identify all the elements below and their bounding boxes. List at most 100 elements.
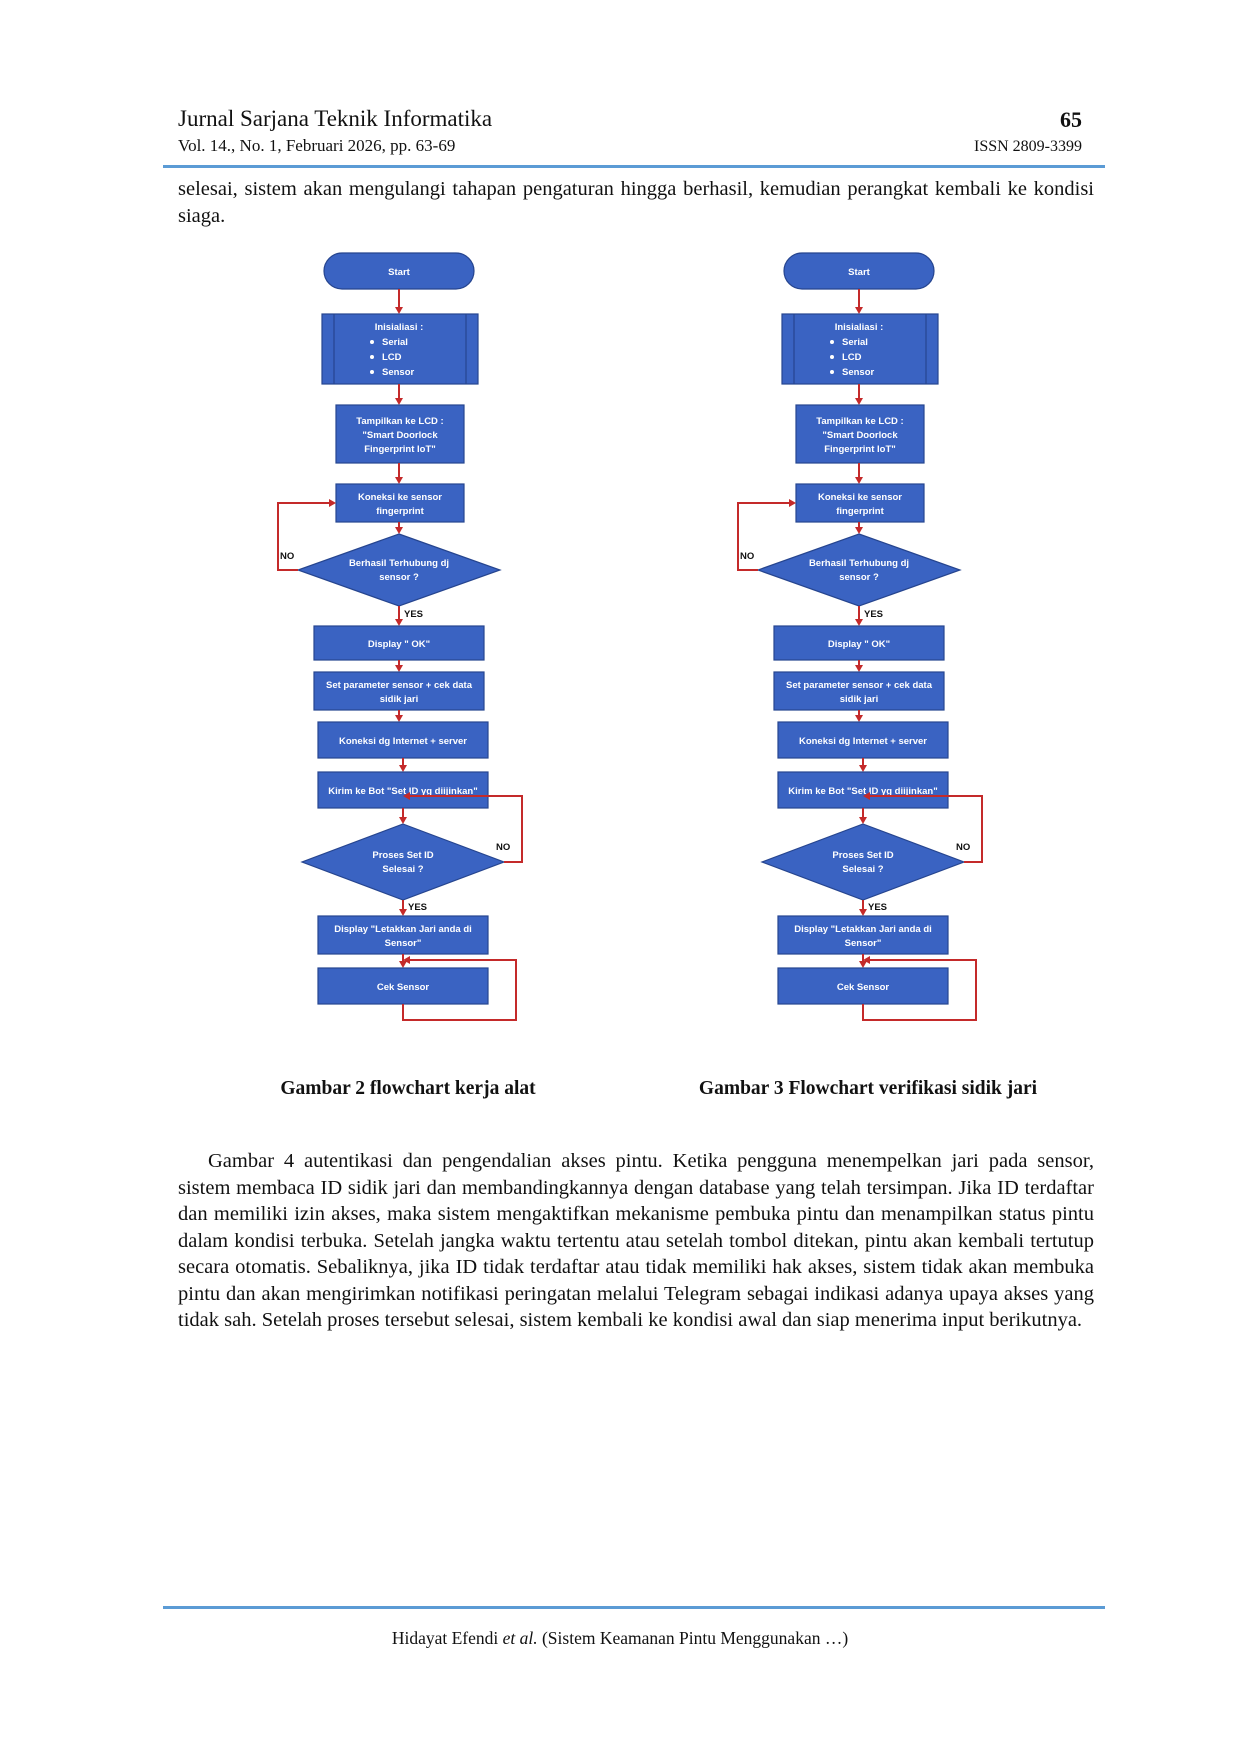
footer-text: Hidayat Efendi et al. (Sistem Keamanan P… (0, 1628, 1240, 1649)
start-label: Start (848, 267, 870, 278)
loop-no-1-head (329, 499, 336, 507)
loop-no-2-head (403, 792, 410, 800)
arrow-lcd-conn-head (855, 477, 863, 484)
arrow-set-net-head (395, 715, 403, 722)
init-item-1: Serial (842, 337, 868, 348)
bot-box (317, 771, 489, 809)
dec2-line-1: Proses Set ID (372, 850, 433, 861)
conn-line-1: Koneksi ke sensor (358, 492, 442, 503)
set-line-1: Set parameter sensor + cek data (326, 680, 473, 691)
disp-line-1: Display "Letakkan Jari anda di (334, 924, 472, 935)
loop-no-1 (277, 502, 330, 571)
arrow-dec2-disp-head (859, 909, 867, 916)
init-title: Inisialiasi : (375, 322, 424, 333)
conn-line-1: Koneksi ke sensor (818, 492, 902, 503)
cek-box (777, 967, 949, 1005)
arrow-start-init-head (395, 307, 403, 314)
conn-line-2: fingerprint (376, 506, 424, 517)
lcd-line-2: "Smart Doorlock (362, 430, 438, 441)
arrow-dec2-disp-head (399, 909, 407, 916)
disp-box (317, 915, 489, 955)
init-title: Inisialiasi : (835, 322, 884, 333)
body-paragraph: Gambar 4 autentikasi dan pengendalian ak… (178, 1150, 1094, 1331)
disp-line-1: Display "Letakkan Jari anda di (794, 924, 932, 935)
journal-volume: Vol. 14., No. 1, Februari 2026, pp. 63-6… (178, 136, 456, 155)
arrow-start-init-head (855, 307, 863, 314)
arrow-disp-cek-head (859, 961, 867, 968)
decision-set-id (760, 823, 966, 901)
yes-label-2: YES (408, 902, 427, 913)
header-rule (163, 165, 1105, 168)
init-item-1: Serial (382, 337, 408, 348)
loop-no-1 (737, 502, 790, 571)
arrow-init-lcd-head (855, 398, 863, 405)
loop-cek-head (863, 956, 870, 964)
cek-label: Cek Sensor (377, 982, 430, 993)
init-bullet-2 (370, 355, 374, 359)
arrow-bot-dec2-head (399, 817, 407, 824)
init-item-2: LCD (382, 352, 402, 363)
yes-label-1: YES (864, 609, 883, 620)
decision-connected (756, 533, 962, 607)
dec2-line-1: Proses Set ID (832, 850, 893, 861)
set-line-1: Set parameter sensor + cek data (786, 680, 933, 691)
lcd-line-2: "Smart Doorlock (822, 430, 898, 441)
arrow-conn-dec1-head (395, 527, 403, 534)
decision-connected (296, 533, 502, 607)
init-bullet-3 (370, 370, 374, 374)
footer-etal: et al. (502, 1628, 538, 1648)
loop-cek-head (403, 956, 410, 964)
init-box (321, 313, 479, 385)
dec1-line-1: Berhasil Terhubung dj (809, 558, 909, 569)
no-label-2: NO (496, 842, 510, 853)
arrow-disp-cek-head (399, 961, 407, 968)
arrow-ok-set-head (395, 665, 403, 672)
arrow-dec1-ok-head (395, 619, 403, 626)
arrow-bot-dec2-head (859, 817, 867, 824)
set-box (773, 671, 945, 711)
init-box (781, 313, 939, 385)
cek-label: Cek Sensor (837, 982, 890, 993)
decision-set-id (300, 823, 506, 901)
arrow-lcd-conn-head (395, 477, 403, 484)
init-bullet-1 (830, 340, 834, 344)
bot-label: Kirim ke Bot "Set ID yg diijinkan" (328, 786, 477, 797)
lcd-line-3: Fingerprint IoT" (364, 444, 436, 455)
ok-label: Display " OK" (828, 639, 890, 650)
arrow-set-net-head (855, 715, 863, 722)
set-line-2: sidik jari (840, 694, 879, 705)
issn: ISSN 2809-3399 (973, 138, 1082, 155)
lcd-line-1: Tampilkan ke LCD : (816, 416, 903, 427)
figure-3-caption: Gambar 3 Flowchart verifikasi sidik jari (698, 1078, 1038, 1099)
ok-box (313, 625, 485, 661)
dec2-line-2: Selesai ? (382, 864, 423, 875)
loop-cek (402, 959, 517, 1021)
disp-box (777, 915, 949, 955)
loop-no-2 (409, 795, 523, 863)
loop-cek (862, 959, 977, 1021)
lcd-line-1: Tampilkan ke LCD : (356, 416, 443, 427)
lcd-box (335, 404, 465, 464)
dec1-line-1: Berhasil Terhubung dj (349, 558, 449, 569)
init-bullet-2 (830, 355, 834, 359)
disp-line-2: Sensor" (385, 938, 422, 949)
dec1-line-2: sensor ? (379, 572, 419, 583)
arrow-dec1-ok-head (855, 619, 863, 626)
journal-title: Jurnal Sarjana Teknik Informatika (178, 106, 493, 131)
net-box (777, 721, 949, 759)
init-bullet-1 (370, 340, 374, 344)
conn-box (795, 483, 925, 523)
figure-2-caption: Gambar 2 flowchart kerja alat (280, 1078, 536, 1099)
lcd-line-3: Fingerprint IoT" (824, 444, 896, 455)
lcd-box (795, 404, 925, 464)
init-item-3: Sensor (382, 367, 415, 378)
conn-box (335, 483, 465, 523)
arrow-net-bot-head (859, 765, 867, 772)
yes-label-1: YES (404, 609, 423, 620)
yes-label-2: YES (868, 902, 887, 913)
ok-box (773, 625, 945, 661)
start-label: Start (388, 267, 410, 278)
